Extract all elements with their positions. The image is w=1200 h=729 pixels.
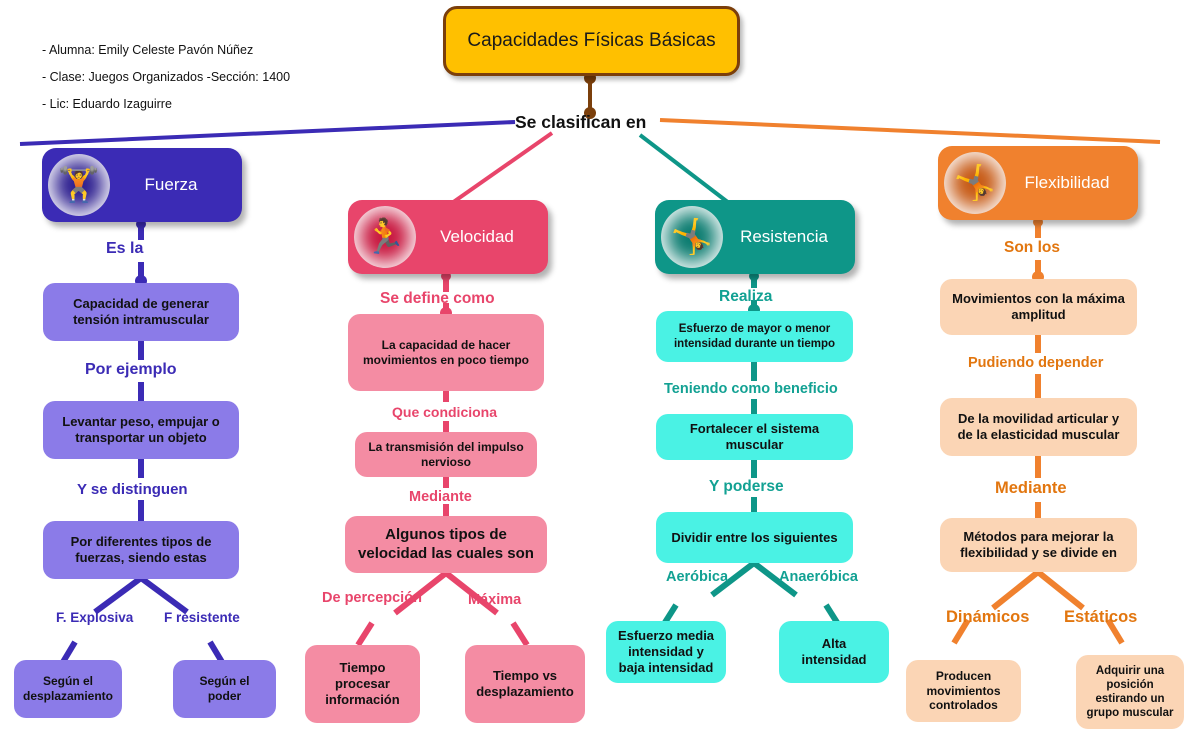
leaf-label-velocidad-right: Máxima [468, 592, 522, 608]
box-flexibilidad-leaf-right: Adquirir una posición estirando un grupo… [1076, 655, 1184, 729]
box-fuerza-3: Por diferentes tipos de fuerzas, siendo … [43, 521, 239, 579]
leaf-label-fuerza-right: F resistente [164, 610, 240, 625]
box-fuerza-2: Levantar peso, empujar o transportar un … [43, 401, 239, 459]
box-velocidad-3: Algunos tipos de velocidad las cuales so… [345, 516, 547, 573]
link-label-velocidad-2: Que condiciona [392, 404, 498, 420]
link-label-velocidad-3: Mediante [409, 489, 472, 505]
leaf-label-flexibilidad-left: Dinámicos [946, 608, 1030, 626]
link-label-flexibilidad-1: Son los [1004, 239, 1060, 256]
box-fuerza-leaf-left: Según el desplazamiento [14, 660, 122, 718]
meta-line-student: - Alumna: Emily Celeste Pavón Núñez [42, 43, 254, 57]
link-label-fuerza-2: Por ejemplo [85, 361, 177, 378]
stretching-woman-icon: 🤸 [661, 206, 723, 268]
weightlifter-icon: 🏋 [48, 154, 110, 216]
box-resistencia-leaf-left: Esfuerzo media intensidad y baja intensi… [606, 621, 726, 683]
branch-header-resistencia[interactable]: 🤸 Resistencia [655, 200, 855, 274]
box-flexibilidad-3: Métodos para mejorar la flexibilidad y s… [940, 518, 1137, 572]
box-resistencia-leaf-right: Alta intensidad [779, 621, 889, 683]
link-label-resistencia-2: Teniendo como beneficio [664, 381, 838, 397]
box-fuerza-1: Capacidad de generar tensión intramuscul… [43, 283, 239, 341]
classify-label: Se clasifican en [515, 112, 647, 132]
link-label-resistencia-1: Realiza [719, 288, 773, 305]
box-velocidad-1: La capacidad de hacer movimientos en poc… [348, 314, 544, 391]
page-title: Capacidades Físicas Básicas [443, 6, 740, 76]
meta-line-teacher: - Lic: Eduardo Izaguirre [42, 97, 172, 111]
box-fuerza-leaf-right: Según el poder [173, 660, 276, 718]
link-label-fuerza-3: Y se distinguen [77, 481, 188, 498]
yoga-stretch-icon: 🤸 [944, 152, 1006, 214]
branch-title-fuerza: Fuerza [144, 175, 198, 194]
link-label-flexibilidad-2: Pudiendo depender [968, 355, 1104, 371]
branch-header-velocidad[interactable]: 🏃 Velocidad [348, 200, 548, 274]
leaf-label-flexibilidad-right: Estáticos [1064, 608, 1138, 626]
leaf-label-resistencia-right: Anaeróbica [779, 569, 858, 585]
box-velocidad-leaf-right: Tiempo vs desplazamiento [465, 645, 585, 723]
box-velocidad-2: La transmisión del impulso nervioso [355, 432, 537, 477]
meta-line-class: - Clase: Juegos Organizados -Sección: 14… [42, 70, 291, 84]
box-resistencia-2: Fortalecer el sistema muscular [656, 414, 853, 460]
box-velocidad-leaf-left: Tiempo procesar información [305, 645, 420, 723]
link-label-resistencia-3: Y poderse [709, 478, 784, 495]
branch-title-flexibilidad: Flexibilidad [1024, 173, 1110, 192]
box-resistencia-1: Esfuerzo de mayor o menor intensidad dur… [656, 311, 853, 362]
box-flexibilidad-leaf-left: Producen movimientos controlados [906, 660, 1021, 722]
branch-header-fuerza[interactable]: 🏋 Fuerza [42, 148, 242, 222]
leaf-label-velocidad-left: De percepción [322, 590, 422, 606]
link-label-fuerza-1: Es la [106, 240, 144, 257]
branch-title-velocidad: Velocidad [440, 227, 514, 246]
link-label-flexibilidad-3: Mediante [995, 479, 1067, 497]
box-resistencia-3: Dividir entre los siguientes [656, 512, 853, 563]
box-flexibilidad-2: De la movilidad articular y de la elasti… [940, 398, 1137, 456]
runner-icon: 🏃 [354, 206, 416, 268]
branch-title-resistencia: Resistencia [740, 227, 828, 246]
branch-header-flexibilidad[interactable]: 🤸 Flexibilidad [938, 146, 1138, 220]
leaf-label-fuerza-left: F. Explosiva [56, 610, 134, 625]
link-label-velocidad-1: Se define como [380, 290, 495, 307]
leaf-label-resistencia-left: Aeróbica [666, 569, 729, 585]
box-flexibilidad-1: Movimientos con la máxima amplitud [940, 279, 1137, 335]
